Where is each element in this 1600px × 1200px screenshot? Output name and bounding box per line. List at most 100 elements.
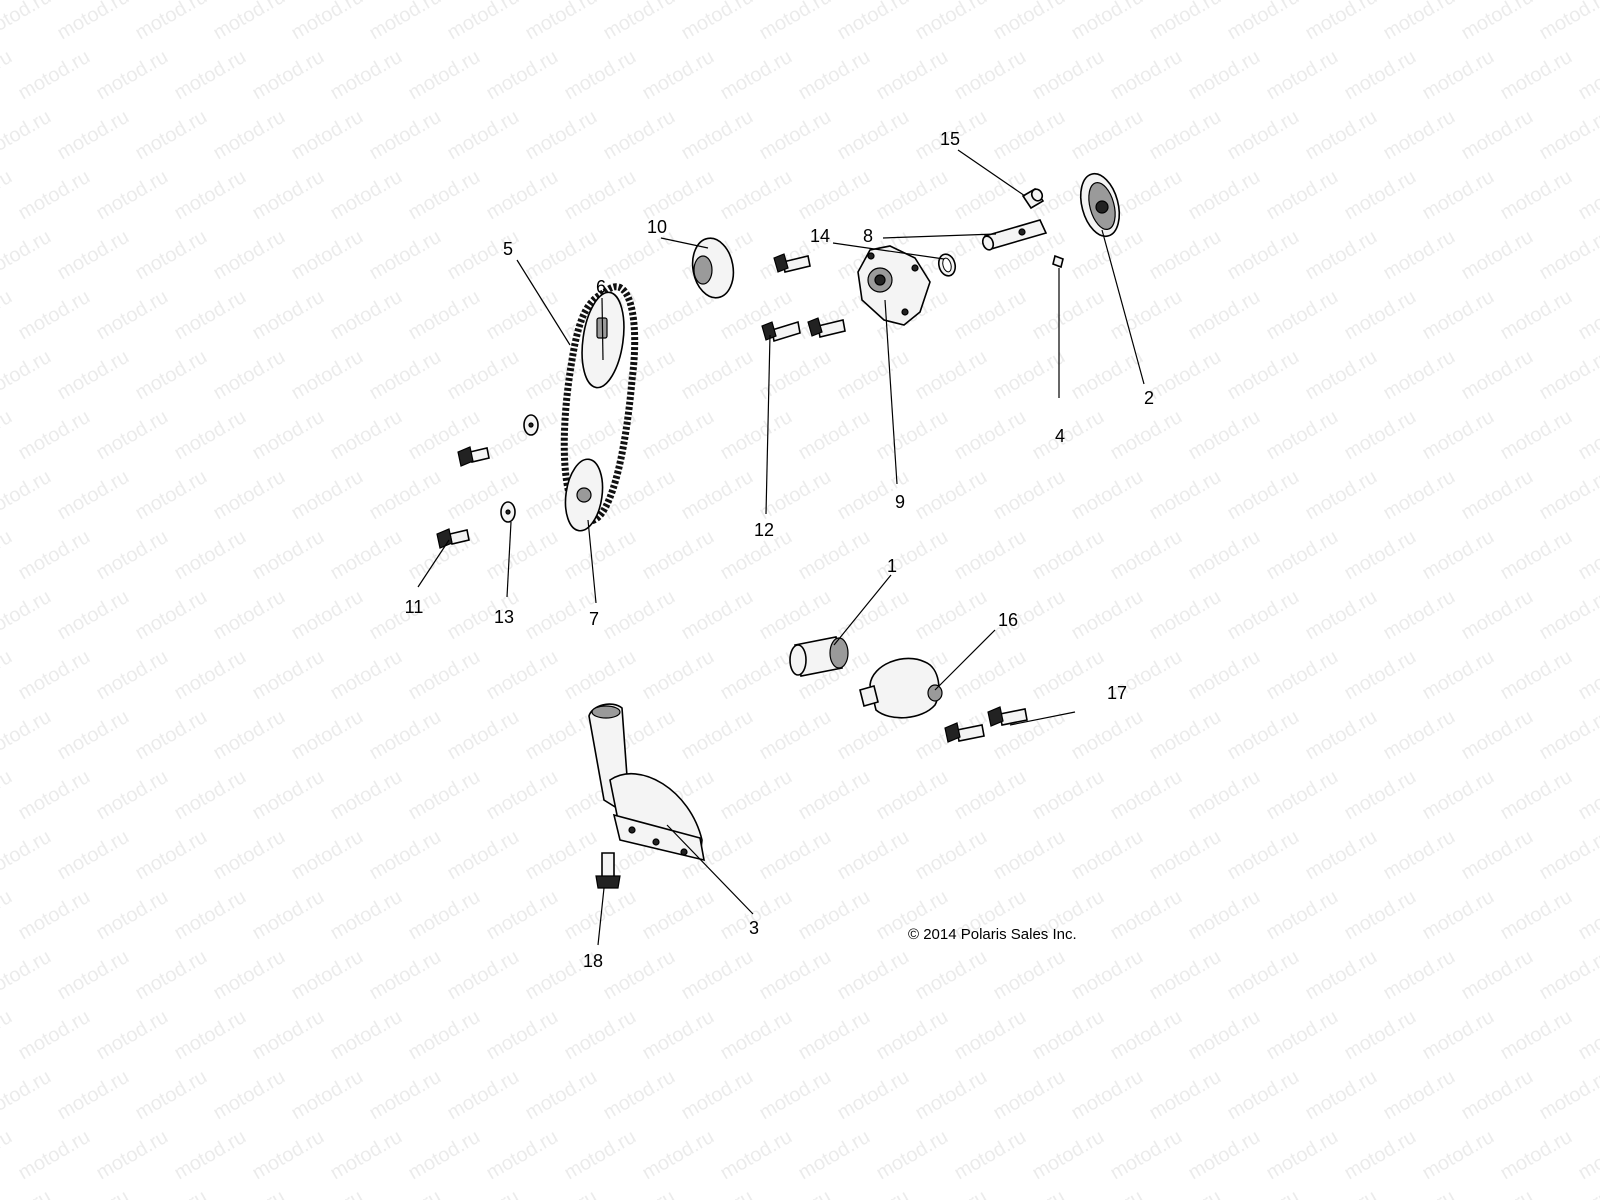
watermark-text: motod.ru (678, 586, 757, 645)
watermark-text: motod.ru (834, 1066, 913, 1125)
watermark-text: motod.ru (912, 346, 991, 405)
watermark-text: motod.ru (561, 526, 640, 585)
watermark-text: motod.ru (171, 646, 250, 705)
watermark-text: motod.ru (1263, 166, 1342, 225)
watermark-text: motod.ru (171, 526, 250, 585)
watermark-text: motod.ru (1380, 346, 1459, 405)
watermark-text: motod.ru (1575, 1006, 1600, 1065)
watermark-text: motod.ru (678, 106, 757, 165)
part-18-bolt (595, 852, 621, 889)
watermark-text: motod.ru (1380, 106, 1459, 165)
watermark-text: motod.ru (132, 106, 211, 165)
callout-17: 17 (1107, 683, 1127, 703)
watermark-text: motod.ru (405, 166, 484, 225)
watermark-text: motod.ru (873, 406, 952, 465)
watermark-text: motod.ru (1146, 1186, 1225, 1200)
watermark-text: motod.ru (1107, 886, 1186, 945)
watermark-text: motod.ru (327, 1006, 406, 1065)
watermark-text: motod.ru (1107, 1126, 1186, 1185)
watermark-text: motod.ru (717, 1126, 796, 1185)
watermark-text: motod.ru (1146, 946, 1225, 1005)
watermark-text: motod.ru (1380, 0, 1459, 44)
watermark-text: motod.ru (795, 886, 874, 945)
watermark-text: motod.ru (951, 286, 1030, 345)
watermark-text: motod.ru (1068, 1066, 1147, 1125)
watermark-text: motod.ru (327, 526, 406, 585)
watermark-text: motod.ru (1185, 1006, 1264, 1065)
watermark-text: motod.ru (483, 766, 562, 825)
watermark-text: motod.ru (288, 826, 367, 885)
watermark-text: motod.ru (1458, 466, 1537, 525)
watermark-text: motod.ru (0, 946, 55, 1005)
watermark-text: motod.ru (990, 1186, 1069, 1200)
watermark-text: motod.ru (1185, 886, 1264, 945)
watermark-text: motod.ru (1107, 46, 1186, 105)
watermark-text: motod.ru (366, 106, 445, 165)
watermark-text: motod.ru (990, 0, 1069, 44)
watermark-text: motod.ru (912, 0, 991, 44)
watermark-text: motod.ru (717, 406, 796, 465)
watermark-text: motod.ru (444, 1186, 523, 1200)
watermark-text: motod.ru (1185, 286, 1264, 345)
watermark-text: motod.ru (639, 526, 718, 585)
watermark-text: motod.ru (15, 286, 94, 345)
watermark-text: motod.ru (1263, 766, 1342, 825)
watermark-text: motod.ru (366, 466, 445, 525)
watermark-text: motod.ru (1185, 166, 1264, 225)
watermark-text: motod.ru (1263, 286, 1342, 345)
watermark-text: motod.ru (912, 1186, 991, 1200)
watermark-text: motod.ru (171, 886, 250, 945)
watermark-text: motod.ru (1419, 766, 1498, 825)
watermark-text: motod.ru (132, 706, 211, 765)
watermark-text: motod.ru (444, 106, 523, 165)
watermark-text: motod.ru (1536, 826, 1600, 885)
watermark-text: motod.ru (288, 706, 367, 765)
watermark-text: motod.ru (366, 706, 445, 765)
watermark-text: motod.ru (1341, 46, 1420, 105)
watermark-text: motod.ru (1380, 1066, 1459, 1125)
watermark-text: motod.ru (990, 946, 1069, 1005)
callout-7: 7 (589, 609, 599, 629)
watermark-text: motod.ru (1341, 1126, 1420, 1185)
watermark-text: motod.ru (93, 286, 172, 345)
watermark-text: motod.ru (54, 0, 133, 44)
watermark-text: motod.ru (1146, 706, 1225, 765)
watermark-text: motod.ru (93, 166, 172, 225)
watermark-text: motod.ru (54, 706, 133, 765)
watermark-text: motod.ru (132, 1066, 211, 1125)
watermark-text: motod.ru (288, 0, 367, 44)
watermark-text: motod.ru (1263, 406, 1342, 465)
watermark-text: motod.ru (1380, 466, 1459, 525)
watermark-text: motod.ru (1107, 286, 1186, 345)
watermark-text: motod.ru (1224, 586, 1303, 645)
copyright-notice: © 2014 Polaris Sales Inc. (908, 926, 1077, 943)
watermark-text: motod.ru (366, 226, 445, 285)
watermark-text: motod.ru (93, 1006, 172, 1065)
watermark-text: motod.ru (1419, 886, 1498, 945)
watermark-text: motod.ru (405, 886, 484, 945)
callout-15: 15 (940, 129, 960, 149)
watermark-text: motod.ru (1497, 766, 1576, 825)
watermark-text: motod.ru (951, 406, 1030, 465)
watermark-text: motod.ru (405, 1006, 484, 1065)
watermark-text: motod.ru (834, 826, 913, 885)
watermark-text: motod.ru (15, 766, 94, 825)
watermark-text: motod.ru (1068, 946, 1147, 1005)
watermark-text: motod.ru (483, 46, 562, 105)
watermark-text: motod.ru (210, 106, 289, 165)
watermark-text: motod.ru (1302, 466, 1381, 525)
watermark-text: motod.ru (483, 406, 562, 465)
watermark-text: motod.ru (483, 166, 562, 225)
watermark-text: motod.ru (990, 346, 1069, 405)
watermark-text: motod.ru (600, 946, 679, 1005)
watermark-text: motod.ru (288, 466, 367, 525)
watermark-text: motod.ru (288, 946, 367, 1005)
watermark-text: motod.ru (951, 646, 1030, 705)
watermark-text: motod.ru (327, 886, 406, 945)
watermark-text: motod.ru (756, 1066, 835, 1125)
watermark-text: motod.ru (1302, 826, 1381, 885)
watermark-text: motod.ru (1458, 226, 1537, 285)
watermark-text: motod.ru (756, 946, 835, 1005)
watermark-text: motod.ru (1536, 1066, 1600, 1125)
